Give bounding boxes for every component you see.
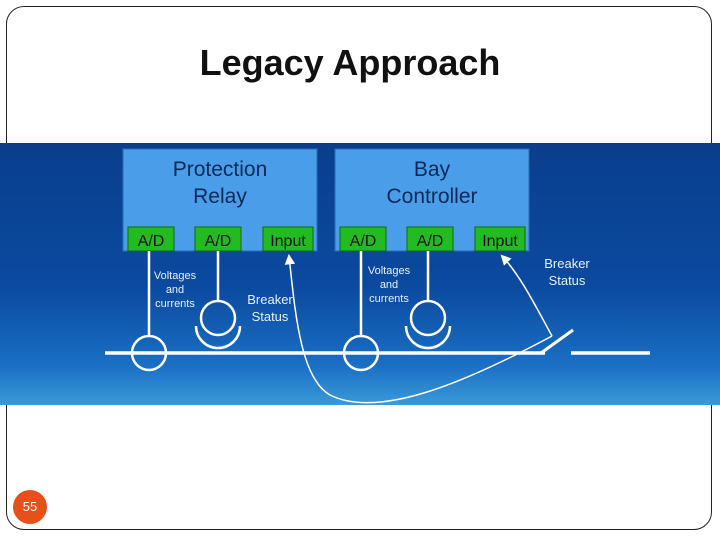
page-number-badge: 55 — [13, 490, 47, 524]
controller-title-line2: Controller — [386, 185, 477, 208]
breaker-left-line2: Status — [252, 309, 289, 324]
left-current-transformer-icon — [199, 299, 237, 337]
relay-port-ad-2: A/D — [194, 226, 242, 252]
label-left-line2: and — [166, 284, 184, 296]
controller-port-ad-1-label: A/D — [350, 233, 377, 250]
breaker-right-line1: Breaker — [544, 256, 590, 271]
breaker-switch-blade — [540, 328, 574, 355]
relay-port-ad-1-label: A/D — [138, 233, 165, 250]
slide-title: Legacy Approach — [199, 42, 501, 83]
controller-port-input-label: Input — [482, 233, 518, 250]
label-right-line1: Voltages — [368, 265, 411, 277]
breaker-left-line1: Breaker — [247, 292, 293, 307]
relay-port-ad-2-label: A/D — [205, 233, 232, 250]
controller-title-line1: Bay — [414, 158, 451, 181]
relay-title-line1: Protection — [173, 158, 268, 181]
controller-port-ad-1: A/D — [339, 226, 387, 252]
right-ct-core — [404, 325, 452, 350]
controller-port-ad-2-label: A/D — [417, 233, 444, 250]
breaker-status-wire-to-controller — [500, 254, 553, 337]
label-right-line3: currents — [369, 293, 409, 305]
controller-port-input: Input — [474, 226, 526, 252]
relay-port-input-label: Input — [270, 233, 306, 250]
left-ct-core — [194, 325, 242, 350]
voltages-currents-label-left: Voltages and currents — [154, 270, 197, 310]
label-left-line3: currents — [155, 298, 195, 310]
relay-port-ad-1: A/D — [127, 226, 175, 252]
breaker-right-line2: Status — [549, 273, 586, 288]
relay-title-line2: Relay — [193, 185, 247, 208]
label-right-line2: and — [380, 279, 398, 291]
breaker-status-label-right: Breaker Status — [544, 256, 590, 288]
breaker-status-label-left: Breaker Status — [247, 292, 293, 324]
voltages-currents-label-right: Voltages and currents — [368, 265, 411, 305]
label-left-line1: Voltages — [154, 270, 197, 282]
right-current-transformer-icon — [409, 299, 447, 337]
controller-port-ad-2: A/D — [406, 226, 454, 252]
relay-port-input: Input — [262, 226, 314, 252]
breaker-status-wire-to-relay — [284, 253, 553, 404]
